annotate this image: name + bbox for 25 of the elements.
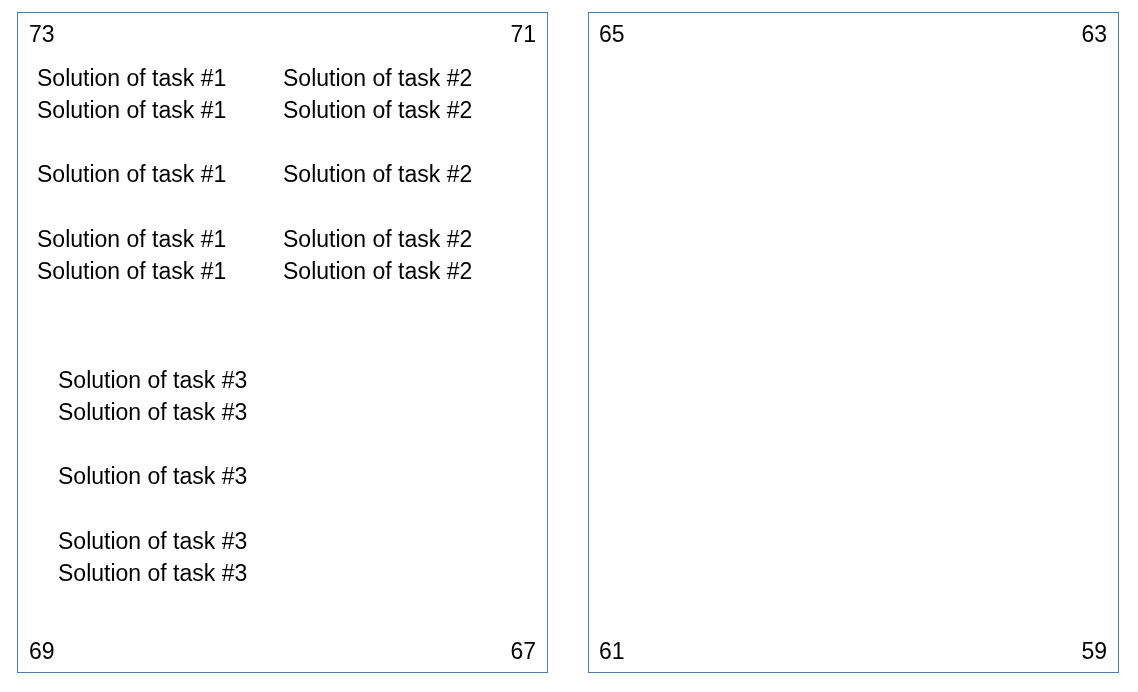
text-line: Solution of task #3 xyxy=(58,464,248,488)
text-line: Solution of task #2 xyxy=(283,98,473,122)
page-number: 71 xyxy=(510,22,536,46)
text-line: Solution of task #1 xyxy=(37,98,227,122)
text-line: Solution of task #1 xyxy=(37,66,227,90)
text-line: Solution of task #1 xyxy=(37,259,227,283)
page-number: 63 xyxy=(1081,22,1107,46)
text-line: Solution of task #3 xyxy=(58,561,248,585)
page-frame xyxy=(17,12,548,673)
page-number: 67 xyxy=(510,639,536,663)
text-line: Solution of task #1 xyxy=(37,227,227,251)
text-line: Solution of task #2 xyxy=(283,227,473,251)
text-line: Solution of task #1 xyxy=(37,162,227,186)
page-number: 73 xyxy=(29,22,55,46)
text-line: Solution of task #2 xyxy=(283,259,473,283)
page-number: 69 xyxy=(29,639,55,663)
page-number: 61 xyxy=(599,639,625,663)
text-line: Solution of task #2 xyxy=(283,66,473,90)
page-frame xyxy=(588,12,1119,673)
text-line: Solution of task #3 xyxy=(58,529,248,553)
text-line: Solution of task #3 xyxy=(58,368,248,392)
page-number: 65 xyxy=(599,22,625,46)
text-line: Solution of task #3 xyxy=(58,400,248,424)
text-line: Solution of task #2 xyxy=(283,162,473,186)
page-number: 59 xyxy=(1081,639,1107,663)
